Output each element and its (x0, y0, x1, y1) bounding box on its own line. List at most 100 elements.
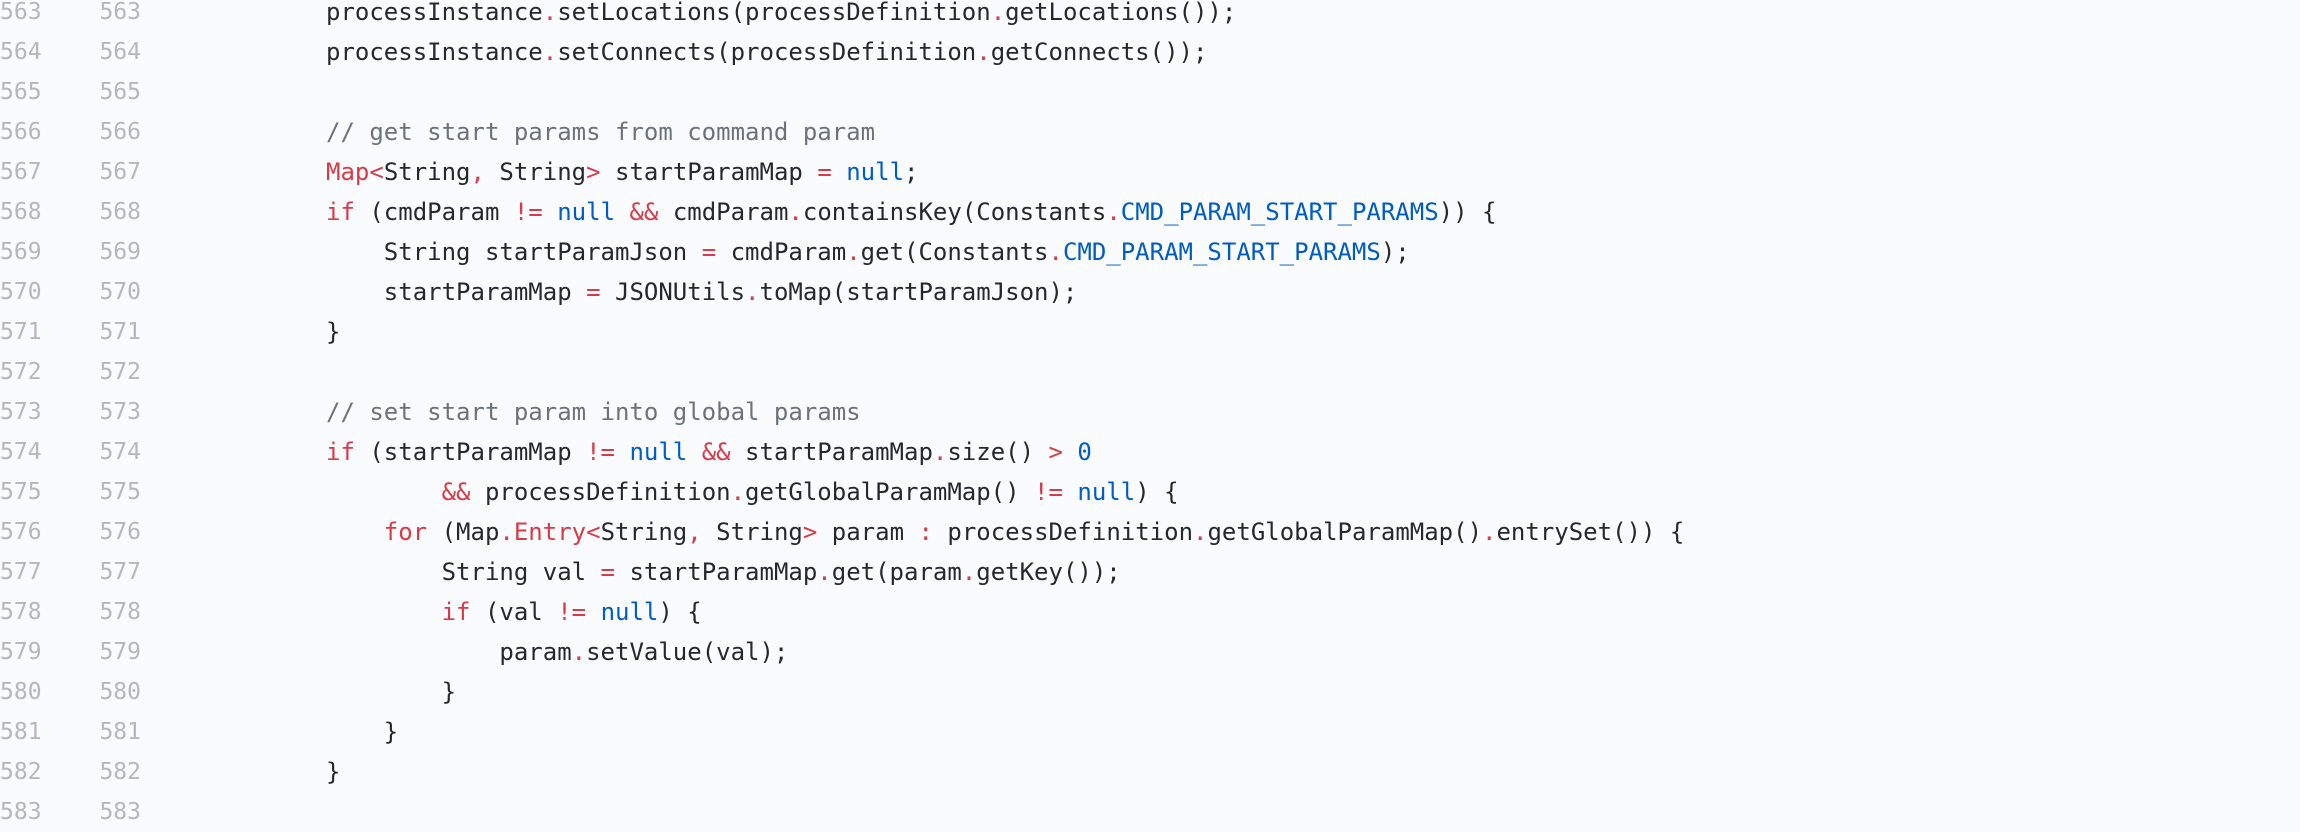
old-line-number[interactable]: 573 (0, 399, 42, 425)
code-text: String (600, 518, 688, 546)
keyword-token: Entry (513, 518, 587, 546)
code-text: (Map (427, 518, 500, 546)
old-line-number[interactable]: 575 (0, 479, 42, 505)
new-line-number[interactable]: 566 (99, 119, 141, 145)
code-text (615, 438, 629, 466)
code-text: processInstance (326, 38, 543, 66)
operator-token: != (513, 198, 543, 226)
new-line-number[interactable]: 575 (99, 479, 141, 505)
operator-token: && (701, 438, 731, 466)
operator-token: > (802, 518, 818, 546)
operator-token: . (976, 38, 991, 66)
code-text (832, 158, 846, 186)
code-text: startParamMap (600, 158, 818, 186)
old-line-number[interactable]: 564 (0, 39, 42, 65)
new-line-number[interactable]: 568 (99, 199, 141, 225)
new-line-number[interactable]: 580 (99, 679, 141, 705)
operator-token: != (1034, 478, 1063, 506)
code-line: processInstance.setLocations(processDefi… (326, 0, 1236, 32)
code-text: (processDefinition (730, 0, 991, 26)
operator-token: && (629, 198, 659, 226)
operator-token: . (990, 0, 1006, 26)
new-line-number[interactable]: 578 (99, 599, 141, 625)
code-text: JSONUtils (600, 278, 746, 306)
diff-line: 575 575 && processDefinition.getGlobalPar… (0, 472, 2300, 512)
operator-token: = (600, 558, 615, 586)
diff-line: 567 567 Map<String, String> startParamMap … (0, 152, 2300, 192)
new-line-number[interactable]: 574 (99, 439, 141, 465)
old-line-number[interactable]: 565 (0, 79, 42, 105)
new-line-number[interactable]: 579 (99, 639, 141, 665)
old-line-number[interactable]: 568 (0, 199, 42, 225)
code-text: getKey()); (976, 558, 1121, 586)
code-text: (startParamMap (354, 438, 587, 466)
code-line: String val = startParamMap.get(param.get… (326, 552, 1121, 592)
operator-token: . (571, 638, 587, 666)
keyword-token: Map (326, 158, 370, 186)
operator-token: = (701, 238, 717, 266)
new-line-number[interactable]: 565 (99, 79, 141, 105)
new-line-number[interactable]: 569 (99, 239, 141, 265)
new-line-number[interactable]: 563 (99, 0, 141, 25)
old-line-number[interactable]: 583 (0, 799, 42, 825)
code-text (615, 198, 629, 226)
old-line-number[interactable]: 581 (0, 719, 42, 745)
code-line: Map<String, String> startParamMap = null… (326, 152, 918, 192)
old-line-number[interactable]: 582 (0, 759, 42, 785)
code-text (586, 598, 600, 626)
operator-token: = (817, 158, 832, 186)
code-text: String val (326, 558, 601, 586)
code-text: startParamMap (615, 558, 818, 586)
operator-token: . (817, 558, 832, 586)
old-line-number[interactable]: 572 (0, 359, 42, 385)
new-line-number[interactable]: 567 (99, 159, 141, 185)
constant-token: CMD_PARAM_START_PARAMS (1062, 238, 1381, 266)
old-line-number[interactable]: 566 (0, 119, 42, 145)
new-line-number[interactable]: 581 (99, 719, 141, 745)
code-text: getGlobalParamMap() (1207, 518, 1483, 546)
old-line-number[interactable]: 578 (0, 599, 42, 625)
old-line-number[interactable]: 579 (0, 639, 42, 665)
code-line: && processDefinition.getGlobalParamMap()… (326, 472, 1179, 512)
new-line-number[interactable]: 570 (99, 279, 141, 305)
old-line-number[interactable]: 567 (0, 159, 42, 185)
constant-token: null (846, 158, 905, 186)
new-line-number[interactable]: 573 (99, 399, 141, 425)
diff-line: 583 583 (0, 792, 2300, 832)
code-text (326, 598, 442, 626)
code-text: cmdParam (716, 238, 847, 266)
new-line-number[interactable]: 571 (99, 319, 141, 345)
operator-token: . (961, 558, 977, 586)
code-text: String startParamJson (326, 238, 702, 266)
new-line-number[interactable]: 572 (99, 359, 141, 385)
code-text (1063, 438, 1077, 466)
new-line-number[interactable]: 576 (99, 519, 141, 545)
keyword-token: if (326, 438, 355, 466)
old-line-number[interactable]: 569 (0, 239, 42, 265)
old-line-number[interactable]: 571 (0, 319, 42, 345)
new-line-number[interactable]: 577 (99, 559, 141, 585)
new-line-number[interactable]: 582 (99, 759, 141, 785)
old-line-number[interactable]: 576 (0, 519, 42, 545)
code-text: (cmdParam (354, 198, 514, 226)
old-line-number[interactable]: 563 (0, 0, 42, 25)
code-text: startParamMap (730, 438, 933, 466)
new-line-number[interactable]: 583 (99, 799, 141, 825)
new-line-number[interactable]: 564 (99, 39, 141, 65)
old-line-number[interactable]: 580 (0, 679, 42, 705)
old-line-number[interactable]: 570 (0, 279, 42, 305)
old-line-number[interactable]: 574 (0, 439, 42, 465)
operator-token: . (499, 518, 514, 546)
old-line-number[interactable]: 577 (0, 559, 42, 585)
diff-line: 572 572 (0, 352, 2300, 392)
code-text: String (484, 158, 587, 186)
comment-token: // set start param into global params (326, 398, 861, 426)
operator-token: . (542, 0, 558, 26)
